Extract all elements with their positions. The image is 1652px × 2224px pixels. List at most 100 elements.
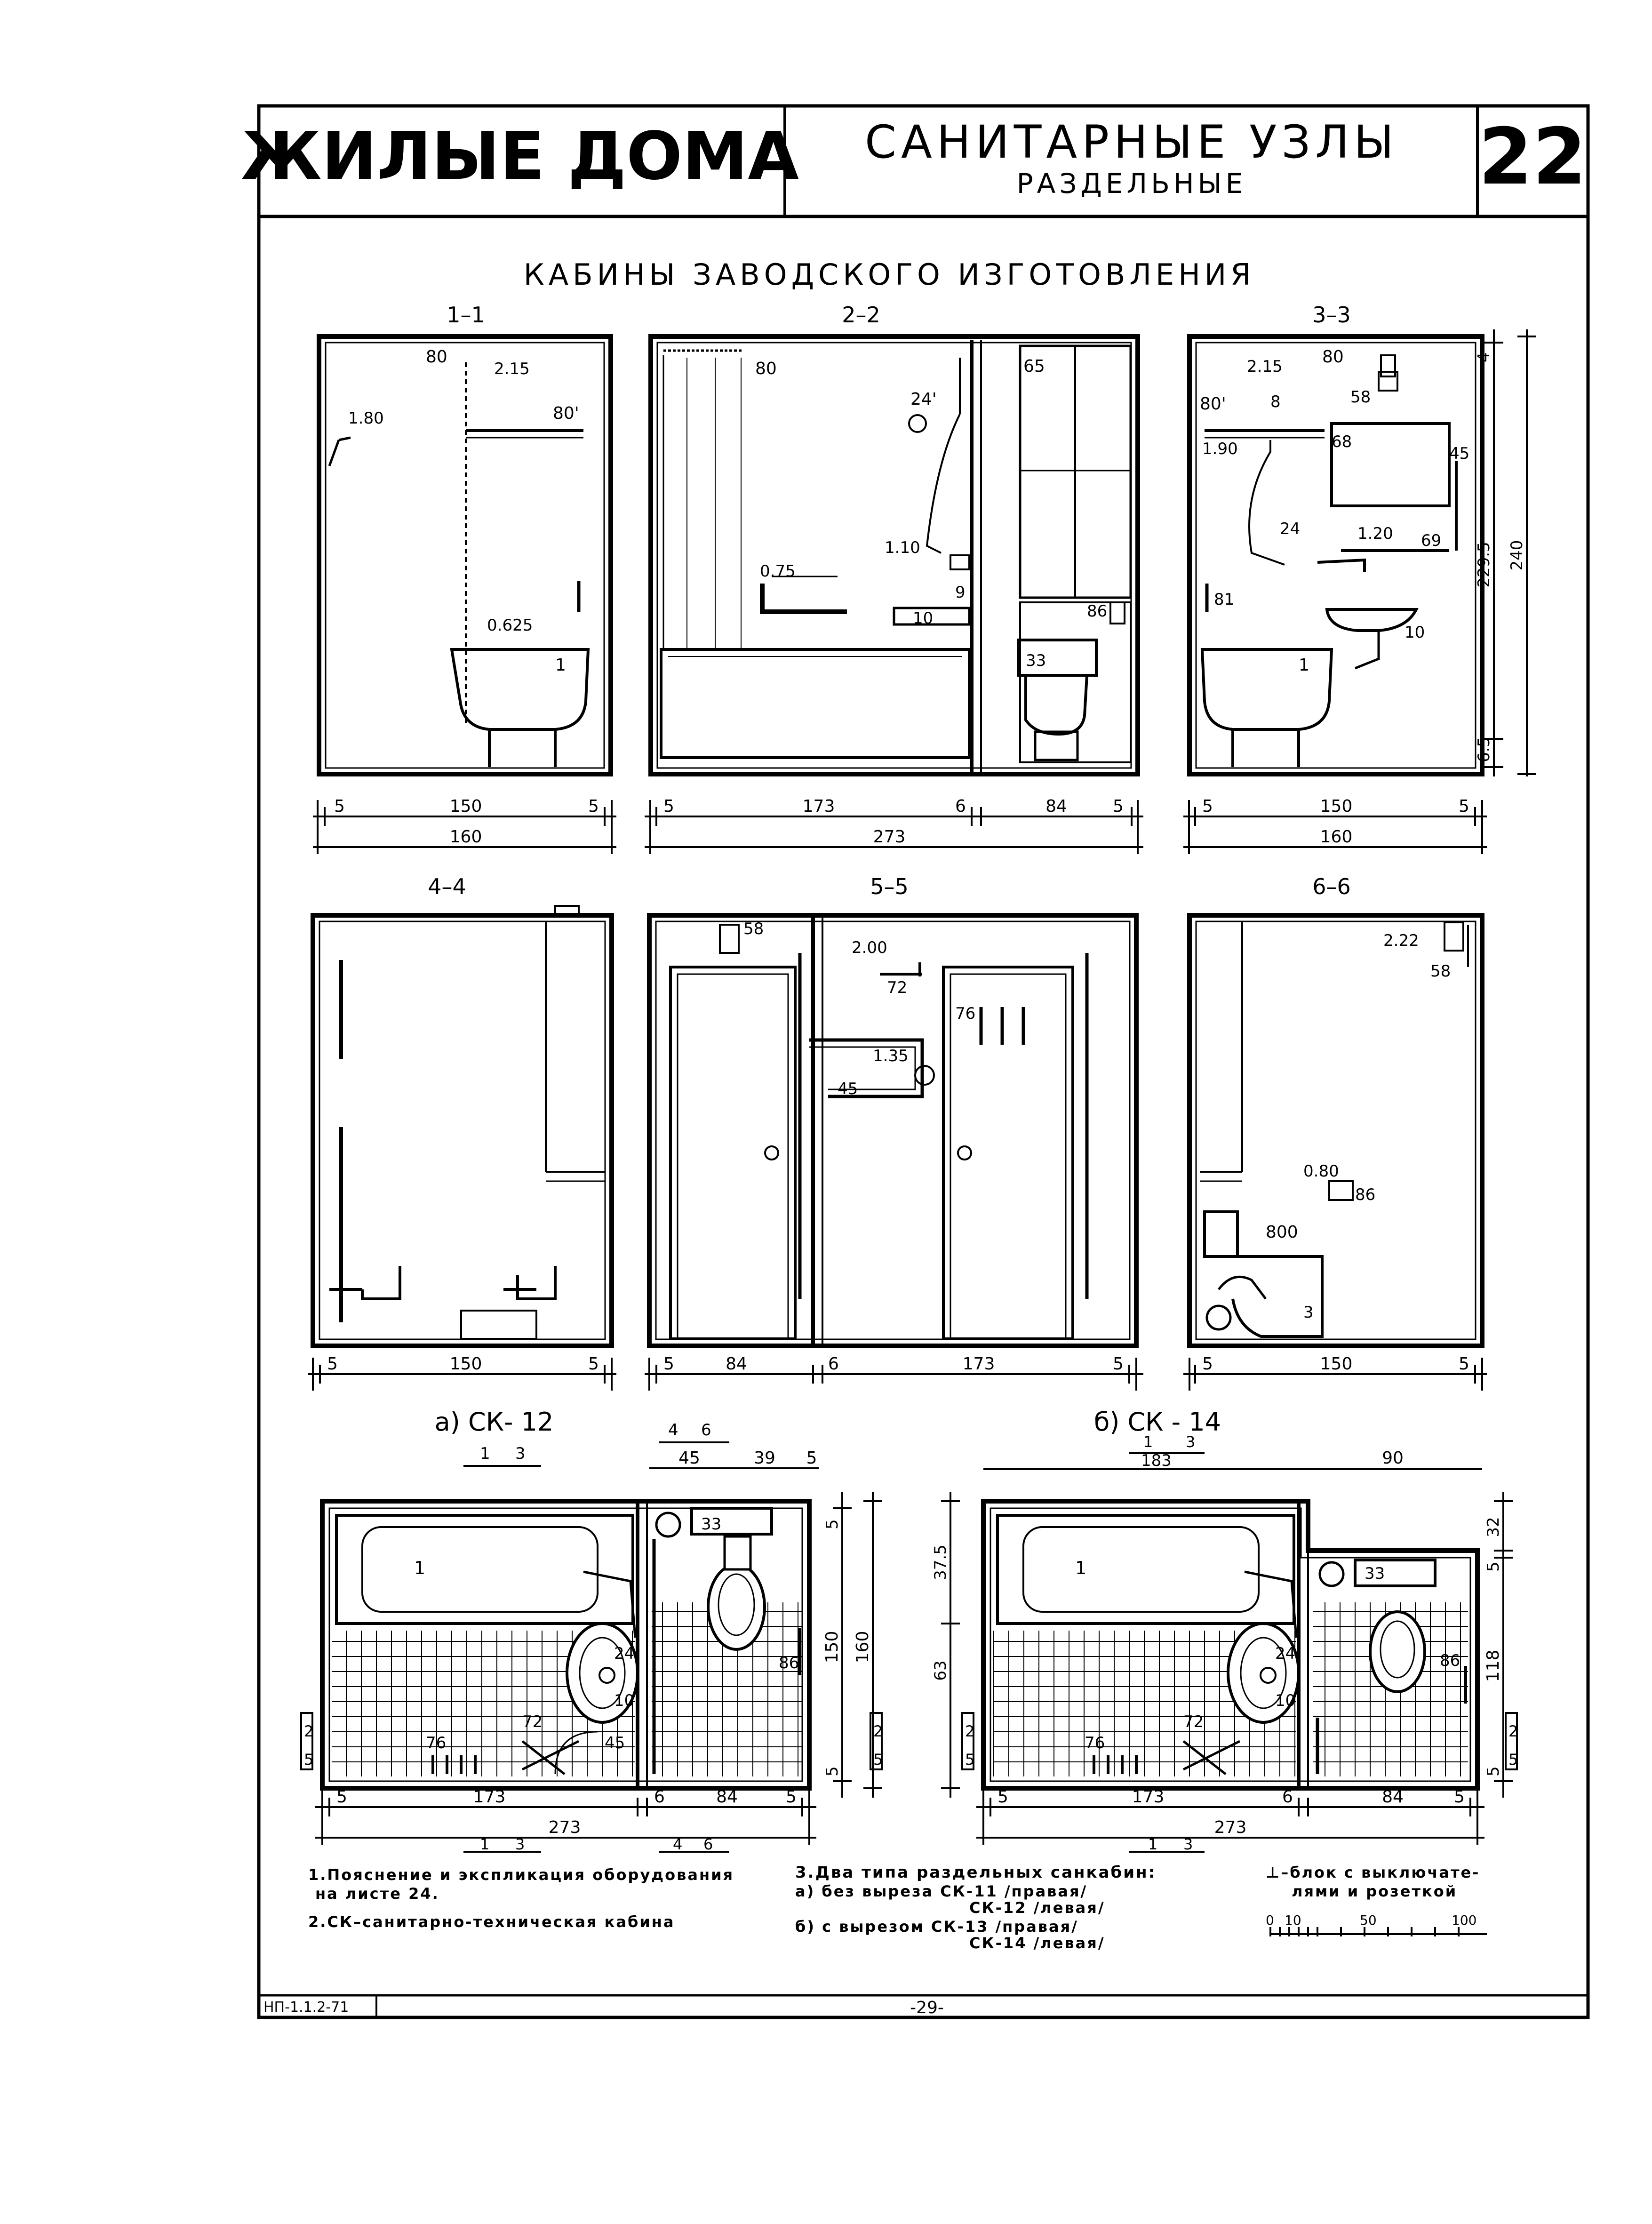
page-subtitle: РАЗДЕЛЬНЫЕ	[1017, 168, 1247, 200]
plan-b-side-dim-5: 5	[1484, 1561, 1503, 1572]
plan-b-left-dim-5: 5	[965, 1751, 974, 1768]
note-3-line-5: СК-14 /левая/	[969, 1934, 1105, 1952]
dimension-lines-6-6	[1183, 1358, 1487, 1391]
plan-a-left-dim-5: 5	[304, 1751, 313, 1768]
dim-5: 5	[1459, 1354, 1469, 1374]
plan-b-dimension-lines	[976, 1791, 1484, 1853]
dim-5: 5	[663, 797, 674, 816]
elevation-1-1-label: 1–1	[447, 302, 485, 328]
elevation-6-6	[1187, 913, 1484, 1348]
plan-a-top-dim-6: 6	[701, 1421, 711, 1440]
plan-a-mark-45: 45	[605, 1734, 625, 1752]
mark-3: 3	[1303, 1303, 1314, 1322]
mark-0-625: 0.625	[487, 616, 533, 635]
dim-5: 5	[1113, 1354, 1124, 1374]
dim-84: 84	[726, 1354, 747, 1374]
plan-b-top-dim-3: 3	[1186, 1433, 1195, 1451]
sheet-number: 22	[1478, 112, 1587, 202]
plan-a-dim-173: 173	[473, 1787, 506, 1807]
section-title: КАБИНЫ ЗАВОДСКОГО ИЗГОТОВЛЕНИЯ	[524, 257, 1255, 292]
mark-80-prime: 80'	[1200, 394, 1226, 414]
note-3-line-2: а) без выреза СК-11 /правая/	[795, 1882, 1087, 1900]
title-block	[257, 104, 1590, 2019]
mark-80: 80	[426, 347, 447, 367]
scale-tick-100: 100	[1452, 1912, 1476, 1928]
plan-a-side-dim-150: 150	[822, 1631, 842, 1664]
plan-a-top-dim-5: 5	[806, 1448, 817, 1468]
plan-b-mark-86: 86	[1440, 1651, 1460, 1670]
elevation-2-2	[648, 334, 1140, 776]
plan-a-mark-72: 72	[522, 1712, 543, 1731]
dim-150: 150	[1320, 1354, 1353, 1374]
note-3-line-4: б) с вырезом СК-13 /правая/	[795, 1918, 1078, 1936]
plan-b-mark-1: 1	[1075, 1558, 1086, 1578]
dim-5: 5	[1459, 797, 1469, 816]
plan-a-mark-10: 10	[614, 1691, 634, 1710]
mark-1-35: 1.35	[873, 1047, 909, 1065]
mark-800: 800	[1266, 1223, 1298, 1242]
note-1-line-2: на листе 24.	[315, 1885, 439, 1903]
plan-b-left-side-dim-63: 63	[931, 1660, 950, 1680]
plan-b	[981, 1452, 1482, 1791]
dimension-lines-5-5	[645, 1358, 1143, 1391]
side-dimension-3-3	[1484, 329, 1536, 776]
mark-45: 45	[1449, 444, 1469, 463]
dim-84: 84	[1045, 797, 1067, 816]
legend-line-2: лями и розеткой	[1292, 1882, 1457, 1900]
plan-b-side-dimensions	[941, 1492, 1518, 1798]
elevation-1-1	[317, 334, 613, 776]
mark-2-15: 2.15	[1247, 357, 1283, 376]
dimension-lines-3-3	[1183, 800, 1487, 854]
plan-b-top-dim-183: 183	[1141, 1451, 1172, 1470]
mark-2-15: 2.15	[494, 360, 530, 378]
mark-33: 33	[1026, 651, 1046, 670]
mark-80: 80	[1322, 347, 1344, 367]
plan-a-label: а) СК- 12	[435, 1407, 554, 1437]
dim-5: 5	[588, 1354, 599, 1374]
mark-bathtub: 1	[555, 656, 566, 675]
plan-a-top-dim-3: 3	[515, 1444, 526, 1463]
side-dim-6-5: 6.5	[1475, 737, 1493, 762]
elevation-2-2-label: 2–2	[842, 302, 880, 328]
dim-5: 5	[1202, 797, 1213, 816]
plan-b-side-dim-118: 118	[1484, 1650, 1503, 1682]
mark-72: 72	[887, 978, 907, 997]
plan-b-mark-24: 24	[1275, 1644, 1295, 1663]
plan-b-mark-10: 10	[1275, 1691, 1295, 1710]
page-number: -29-	[910, 1998, 944, 2017]
mark-1-80: 1.80	[348, 409, 384, 428]
legend-line-1: ⊥–блок с выключате-	[1266, 1864, 1480, 1881]
mark-65: 65	[1023, 357, 1045, 376]
mark-45: 45	[838, 1080, 858, 1098]
dim-5: 5	[1113, 797, 1124, 816]
elevation-6-6-label: 6–6	[1312, 874, 1351, 899]
document-code: НП-1.1.2-71	[263, 1999, 349, 2016]
scale-tick-50: 50	[1360, 1912, 1377, 1928]
plan-b-dim-84: 84	[1382, 1787, 1404, 1807]
dim-160: 160	[1320, 827, 1353, 847]
note-3-line-3: СК-12 /левая/	[969, 1899, 1105, 1917]
mark-81: 81	[1214, 590, 1234, 609]
side-dim-4: 4	[1475, 352, 1493, 362]
plan-a	[320, 1441, 819, 1791]
note-2: 2.СК–санитарно-техническая кабина	[308, 1913, 675, 1931]
dim-6: 6	[955, 797, 966, 816]
scale-bar	[1269, 1927, 1487, 1936]
plan-b-dim-173: 173	[1132, 1787, 1165, 1807]
elevation-4-4	[311, 905, 614, 1348]
mark-24: 24	[1280, 520, 1300, 538]
mark-2-00: 2.00	[852, 938, 887, 957]
mark-1-20: 1.20	[1357, 524, 1393, 543]
plan-a-top-dim-4: 4	[668, 1421, 678, 1440]
plan-a-top-dim-45: 45	[678, 1448, 700, 1468]
elevation-5-5-label: 5–5	[870, 874, 909, 899]
plan-a-mark-76: 76	[426, 1734, 446, 1752]
plan-a-dim-84: 84	[716, 1787, 738, 1807]
dim-5: 5	[663, 1354, 674, 1374]
plan-b-mark-76: 76	[1085, 1734, 1105, 1752]
plan-b-bottom-dim-3: 3	[1183, 1835, 1193, 1853]
plan-a-mark-24: 24	[614, 1644, 634, 1663]
plan-b-left-side-dim-37-5: 37.5	[931, 1544, 950, 1580]
plan-a-right-dim-5: 5	[873, 1751, 883, 1768]
plan-a-bottom-dim-1: 1	[480, 1835, 489, 1853]
